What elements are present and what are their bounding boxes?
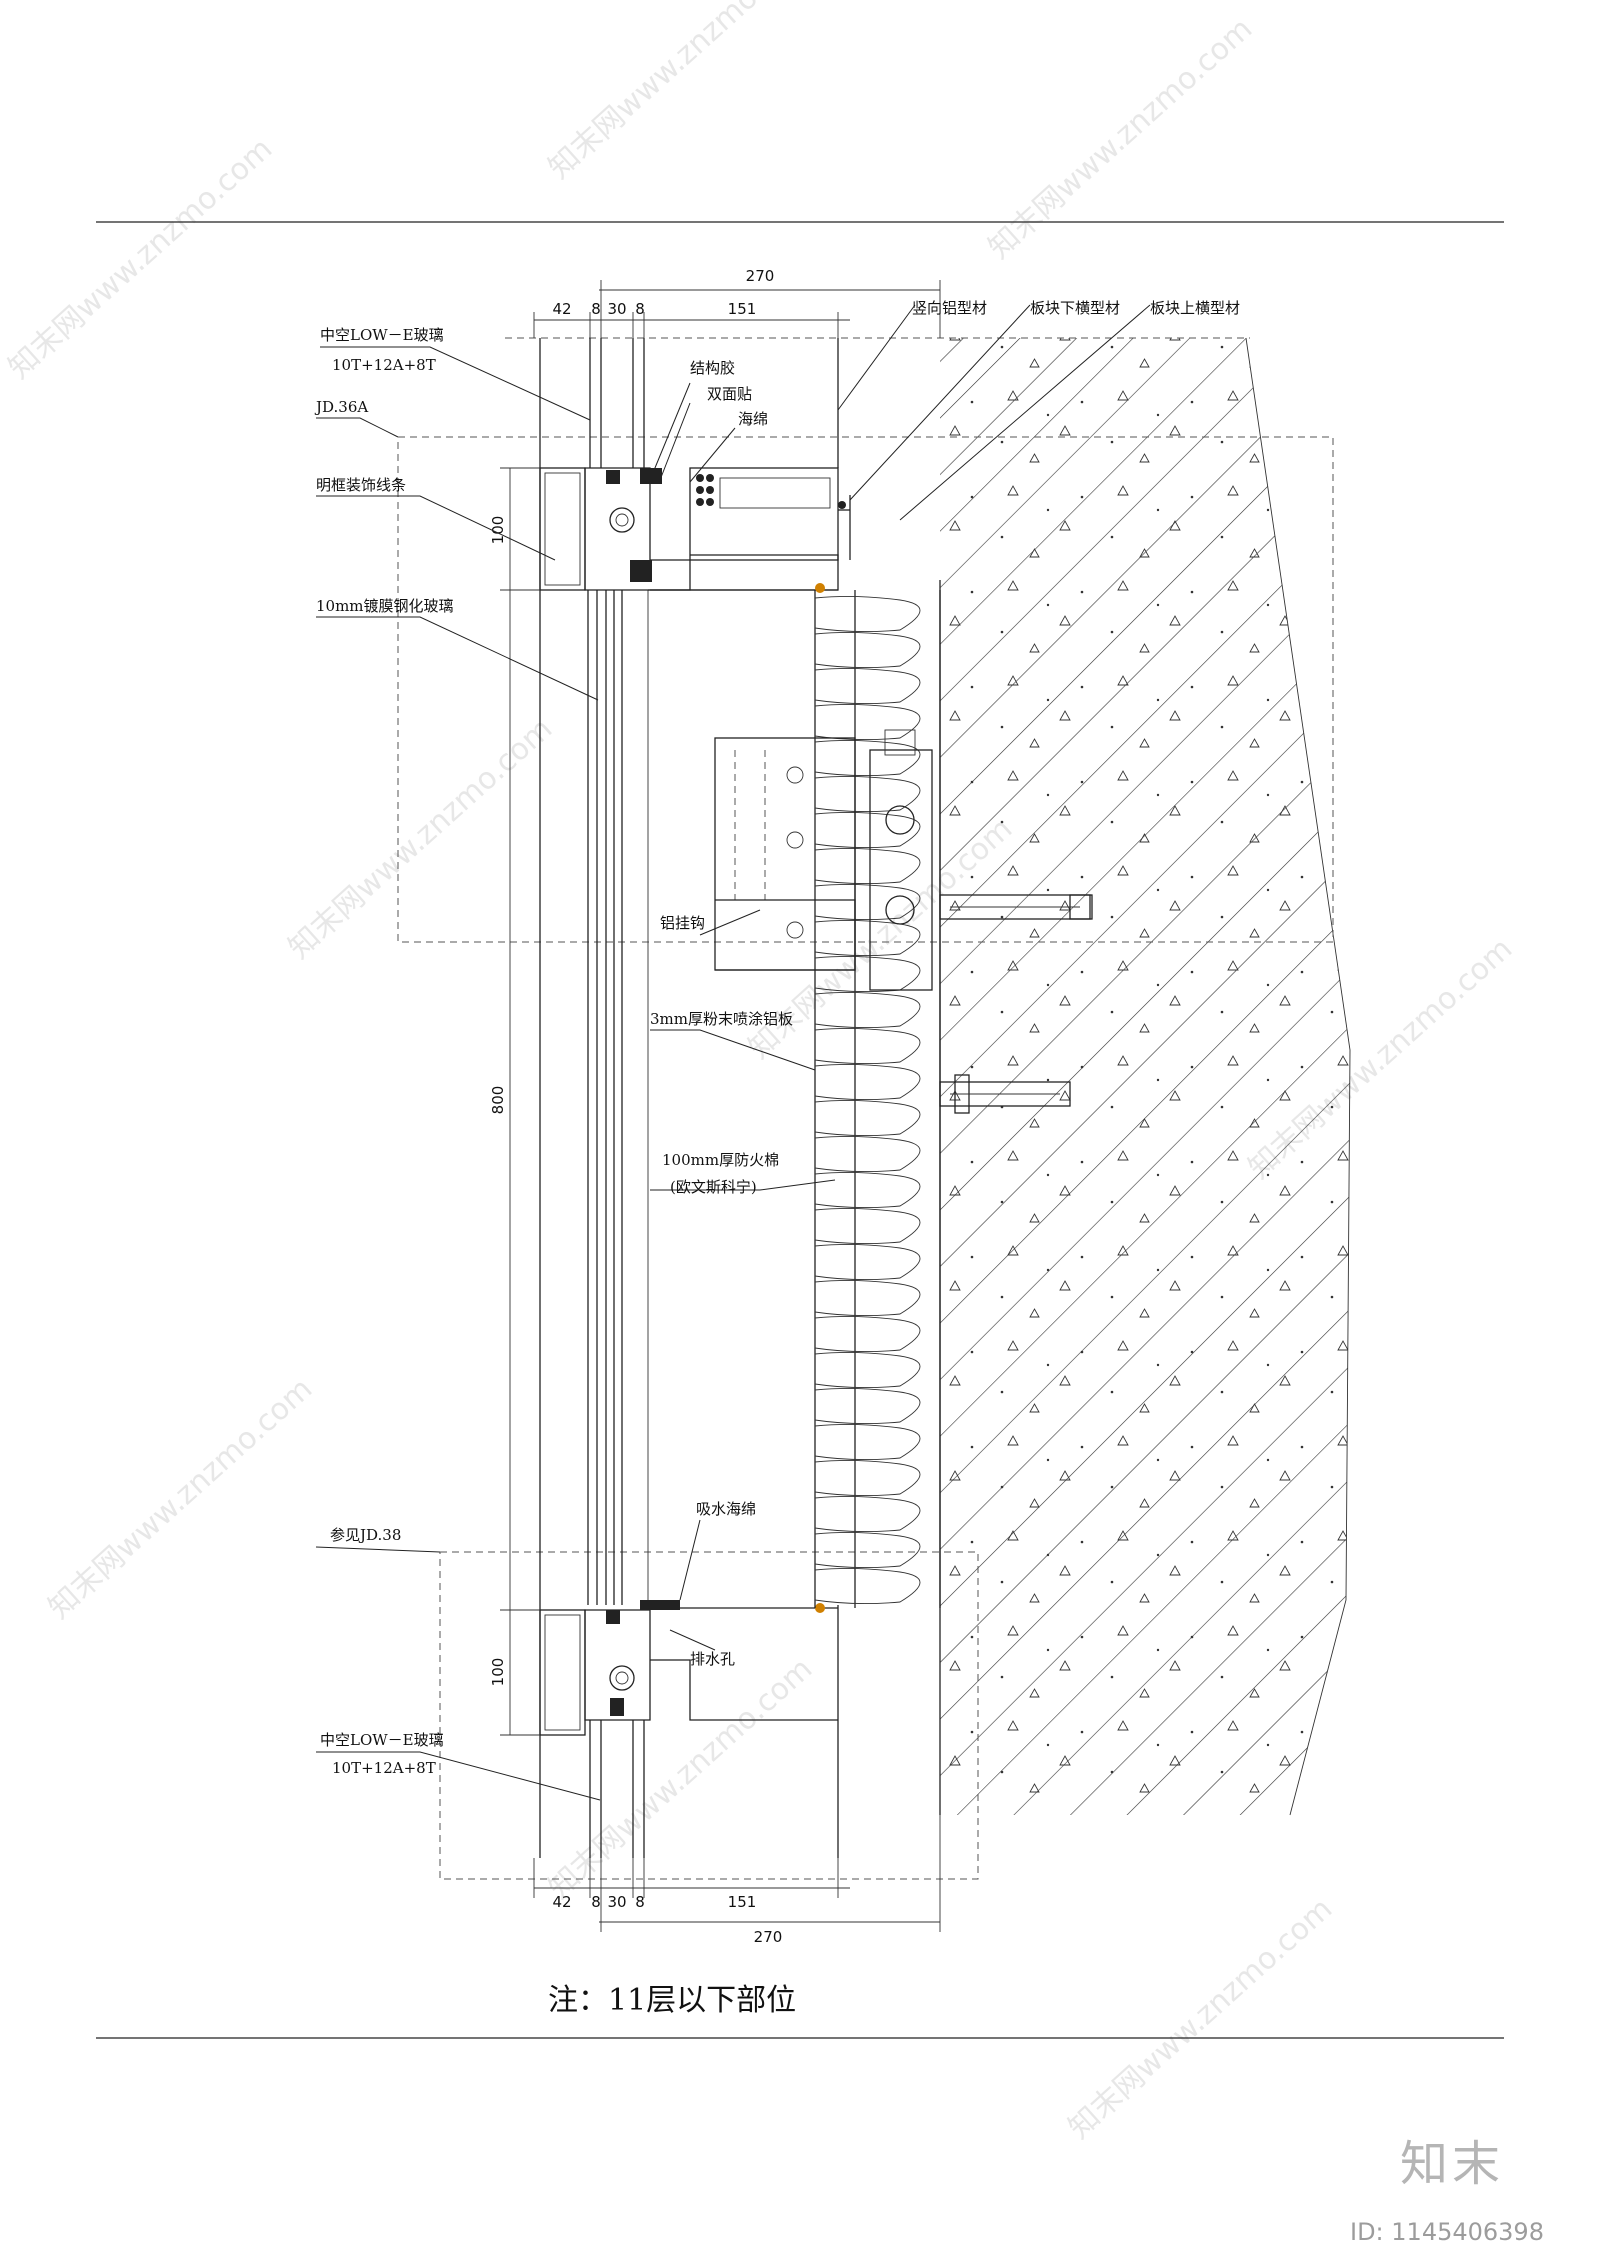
- label-insulated-glass-top-spec: 10T+12A+8T: [332, 356, 436, 374]
- dim-top-total: 270: [746, 267, 775, 285]
- insulation-coil: [814, 703, 921, 741]
- dim-vertical: 100: [489, 516, 507, 545]
- watermark-text: 知末网www.znzmo.com: [42, 1371, 319, 1626]
- dim-bottom-part: 8: [635, 1893, 645, 1911]
- dim-bottom-part: 42: [552, 1893, 571, 1911]
- insulation-coil: [814, 1243, 921, 1281]
- watermark-text: 知末网www.znzmo.com: [1062, 1891, 1339, 2146]
- sheet-note: 注：11层以下部位: [548, 1983, 796, 2018]
- label-fire-insulation-brand: (欧文斯科宁): [670, 1178, 757, 1196]
- label-exposed-frame-trim: 明框装饰线条: [316, 476, 406, 494]
- dim-bottom-total: 270: [754, 1928, 783, 1946]
- label-insulated-glass-bottom: 中空LOW－E玻璃: [320, 1731, 444, 1749]
- label-absorbent-sponge: 吸水海绵: [696, 1500, 756, 1518]
- label-foam-strip: 海绵: [738, 410, 768, 428]
- dim-vertical: 800: [489, 1086, 507, 1115]
- insulation-coil: [814, 1459, 921, 1497]
- leader-lines: [315, 304, 1151, 1801]
- insulation-coil: [814, 631, 921, 669]
- label-insulated-glass-top: 中空LOW－E玻璃: [320, 326, 444, 344]
- label-double-sided-tape: 双面贴: [707, 385, 752, 403]
- dimension-set-top: 270 42 8 30 8 151: [533, 267, 941, 338]
- label-drain-hole: 排水孔: [690, 1650, 735, 1668]
- dim-top-part: 8: [591, 300, 601, 318]
- label-ref-top: JD.36A: [314, 398, 368, 416]
- label-panel-upper-transom: 板块上横型材: [1150, 299, 1240, 317]
- label-fire-insulation: 100mm厚防火棉: [662, 1151, 779, 1169]
- concrete-structure: [939, 337, 1351, 1816]
- annotation-labels: 中空LOW－E玻璃 10T+12A+8T JD.36A 明框装饰线条 10mm镀…: [314, 299, 1240, 1777]
- dim-top-part: 8: [635, 300, 645, 318]
- insulation-coil: [814, 667, 921, 705]
- fire-insulation: [814, 590, 941, 1608]
- label-ref-bottom: 参见JD.38: [330, 1526, 401, 1544]
- insulation-coil: [814, 1387, 921, 1425]
- insulation-coil: [814, 847, 921, 885]
- bottom-transom: [539, 1600, 838, 1736]
- dim-bottom-part: 151: [728, 1893, 757, 1911]
- dim-top-part: 151: [728, 300, 757, 318]
- dim-vertical: 100: [489, 1658, 507, 1687]
- dimension-set-bottom: 42 8 30 8 151 270: [533, 1815, 941, 1946]
- insulation-coil: [814, 1567, 921, 1605]
- ref-box-jd38: [439, 1551, 979, 1880]
- aluminum-hanger: [714, 729, 1093, 1114]
- insulation-coil: [814, 1099, 921, 1137]
- label-coated-tempered-glass: 10mm镀膜钢化玻璃: [316, 597, 454, 615]
- insulation-coil: [814, 1207, 921, 1245]
- insulation-coil: [814, 1423, 921, 1461]
- label-insulated-glass-bottom-spec: 10T+12A+8T: [332, 1759, 436, 1777]
- insulation-coil: [814, 1063, 921, 1101]
- insulation-coil: [814, 1315, 921, 1353]
- dim-top-part: 30: [607, 300, 626, 318]
- insulation-coil: [814, 1531, 921, 1569]
- insulation-coil: [814, 991, 921, 1029]
- dim-bottom-part: 30: [607, 1893, 626, 1911]
- label-vertical-aluminum: 竖向铝型材: [912, 299, 987, 317]
- insulation-coil: [814, 1171, 921, 1209]
- insulation-coil: [814, 1495, 921, 1533]
- watermark-text: 知末网www.znzmo.com: [982, 11, 1259, 266]
- label-panel-lower-transom: 板块下横型材: [1030, 299, 1120, 317]
- watermark-text: 知末网www.znzmo.com: [2, 131, 279, 386]
- dimension-set-vertical: 100 800 100: [489, 467, 540, 1736]
- insulation-coil: [814, 811, 921, 849]
- watermark-text: 知末网www.znzmo.com: [542, 0, 819, 186]
- watermark-text: 知末网www.znzmo.com: [542, 1651, 819, 1906]
- image-id: ID: 1145406398: [1350, 2218, 1544, 2246]
- dim-bottom-part: 8: [591, 1893, 601, 1911]
- label-aluminum-hanger: 铝挂钩: [660, 914, 705, 932]
- watermark-text: 知末网www.znzmo.com: [282, 711, 559, 966]
- label-structural-sealant: 结构胶: [690, 359, 735, 377]
- dim-top-part: 42: [552, 300, 571, 318]
- insulation-coil: [814, 1351, 921, 1389]
- label-powder-coated-panel: 3mm厚粉末喷涂铝板: [650, 1010, 793, 1028]
- insulation-coil: [814, 1027, 921, 1065]
- insulation-coil: [814, 1135, 921, 1173]
- glass-section: [539, 338, 839, 1858]
- insulation-coil: [814, 1279, 921, 1317]
- brand-logo-text: 知末: [1400, 2136, 1504, 2192]
- top-transom: [539, 467, 851, 593]
- insulation-coil: [814, 739, 921, 777]
- insulation-coil: [814, 595, 921, 633]
